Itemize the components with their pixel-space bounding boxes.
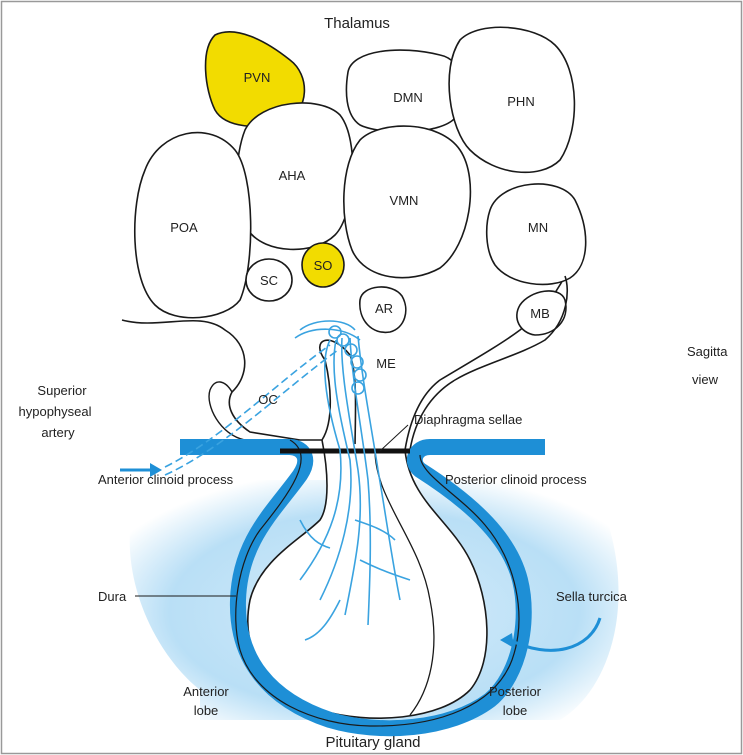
optic-chiasm-outline: [209, 382, 245, 440]
posterior-lobe-label-line1: Posterior: [489, 684, 542, 699]
anterior-clinoid-label: Anterior clinoid process: [98, 472, 234, 487]
mn-label: MN: [528, 220, 548, 235]
diaphragma-leader: [380, 425, 408, 451]
dura-label: Dura: [98, 589, 127, 604]
pvn-label: PVN: [244, 70, 271, 85]
pituitary-gland-label: Pituitary gland: [325, 734, 420, 751]
thalamus-label: Thalamus: [324, 15, 390, 32]
artery-label-line1: Superior: [37, 383, 87, 398]
so-label: SO: [314, 258, 333, 273]
sagittal-label-line1: Sagitta: [687, 344, 728, 359]
capillary-loops: [295, 321, 366, 394]
sagittal-label-line2: view: [692, 372, 719, 387]
oc-label: OC: [258, 392, 278, 407]
aha-label: AHA: [279, 168, 306, 183]
poa-label: POA: [170, 220, 198, 235]
me-label: ME: [376, 356, 396, 371]
sella-turcica-label: Sella turcica: [556, 589, 628, 604]
anterior-lobe-label-line2: lobe: [194, 703, 219, 718]
dmn-label: DMN: [393, 90, 423, 105]
vmn-label: VMN: [390, 193, 419, 208]
anterior-lobe-label-line1: Anterior: [183, 684, 229, 699]
artery-label-line2: hypophyseal: [19, 404, 92, 419]
diaphragma-sellae-label: Diaphragma sellae: [414, 412, 522, 427]
sc-label: SC: [260, 273, 278, 288]
phn-label: PHN: [507, 94, 534, 109]
mb-label: MB: [530, 306, 550, 321]
artery-label-line3: artery: [41, 425, 75, 440]
posterior-clinoid-label: Posterior clinoid process: [445, 472, 587, 487]
posterior-lobe-label-line2: lobe: [503, 703, 528, 718]
ar-label: AR: [375, 301, 393, 316]
